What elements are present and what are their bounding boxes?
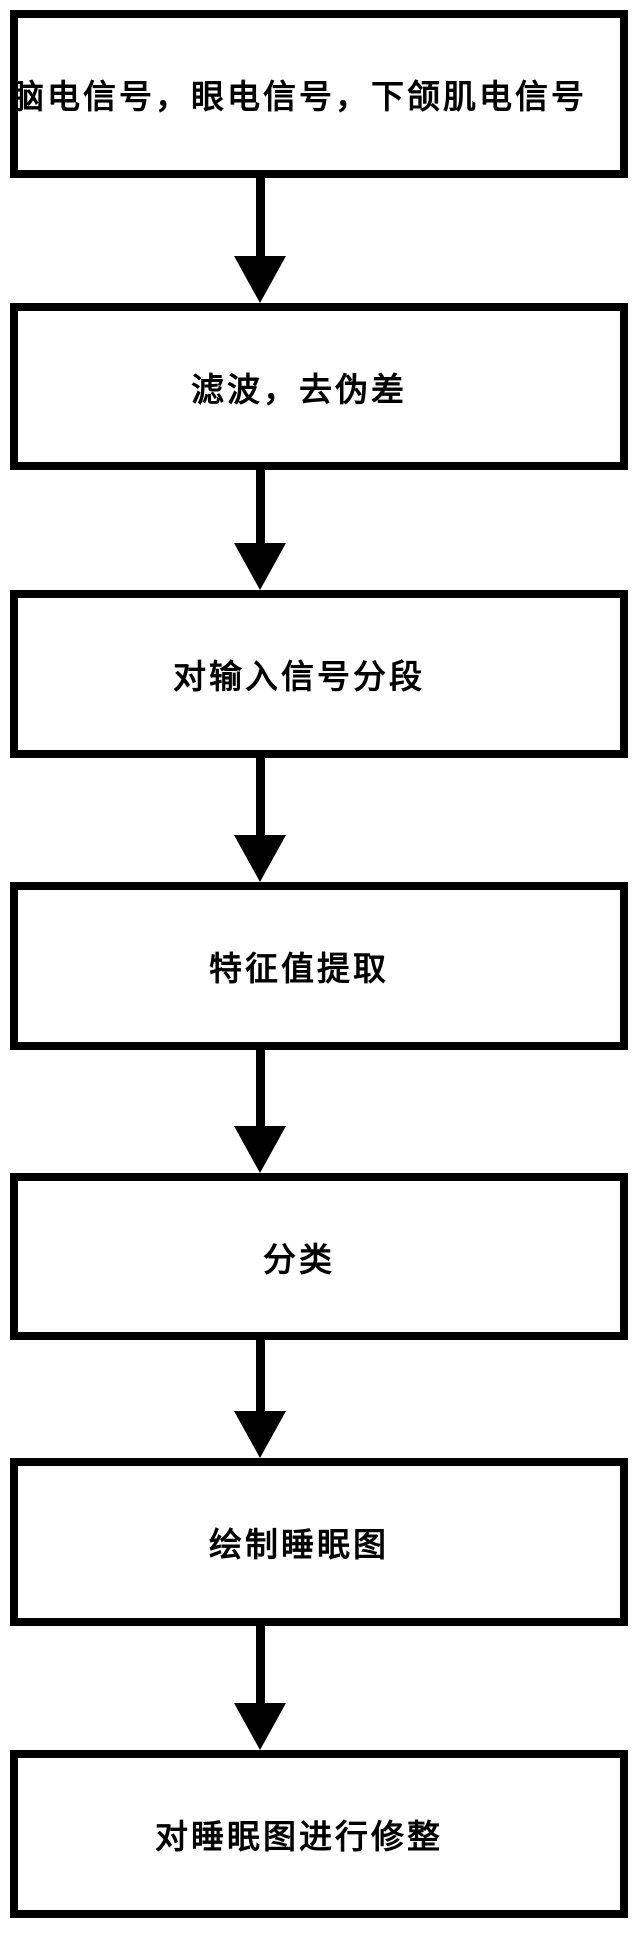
down-arrow-icon bbox=[0, 1626, 640, 1750]
down-arrow-icon bbox=[0, 1050, 640, 1173]
arrow-stem bbox=[256, 1050, 265, 1126]
flow-step-label: 绘制睡眠图 bbox=[209, 1525, 389, 1564]
flow-step-label: 对睡眠图进行修整 bbox=[155, 1817, 443, 1856]
flow-step-filtering: 滤波，去伪差 bbox=[10, 303, 628, 470]
arrow-stem bbox=[256, 1626, 265, 1703]
arrow-head bbox=[234, 1411, 286, 1458]
arrow-head bbox=[234, 835, 286, 882]
arrow-head bbox=[234, 256, 286, 303]
down-arrow-icon bbox=[0, 758, 640, 882]
flow-step-label: 脑电信号，眼电信号，下颌肌电信号 bbox=[11, 77, 587, 116]
flow-step-draw-hypnogram: 绘制睡眠图 bbox=[10, 1458, 628, 1626]
flow-step-input-signals: 脑电信号，眼电信号，下颌肌电信号 bbox=[10, 10, 628, 178]
down-arrow-icon bbox=[0, 1340, 640, 1458]
arrow-head bbox=[234, 1703, 286, 1750]
arrow-head bbox=[234, 1126, 286, 1173]
arrow-stem bbox=[256, 470, 265, 543]
down-arrow-icon bbox=[0, 178, 640, 303]
arrow-stem bbox=[256, 758, 265, 835]
flow-step-label: 对输入信号分段 bbox=[173, 657, 425, 696]
arrow-head bbox=[234, 543, 286, 590]
flow-step-label: 特征值提取 bbox=[209, 949, 389, 988]
flow-step-label: 分类 bbox=[263, 1239, 335, 1279]
flow-step-classification: 分类 bbox=[10, 1173, 628, 1340]
arrow-stem bbox=[256, 1340, 265, 1411]
arrow-stem bbox=[256, 178, 265, 256]
flow-step-label: 滤波，去伪差 bbox=[191, 369, 407, 409]
flow-step-segmentation: 对输入信号分段 bbox=[10, 590, 628, 758]
flow-step-feature-extraction: 特征值提取 bbox=[10, 882, 628, 1050]
flow-step-refine-hypnogram: 对睡眠图进行修整 bbox=[10, 1750, 628, 1918]
down-arrow-icon bbox=[0, 470, 640, 590]
